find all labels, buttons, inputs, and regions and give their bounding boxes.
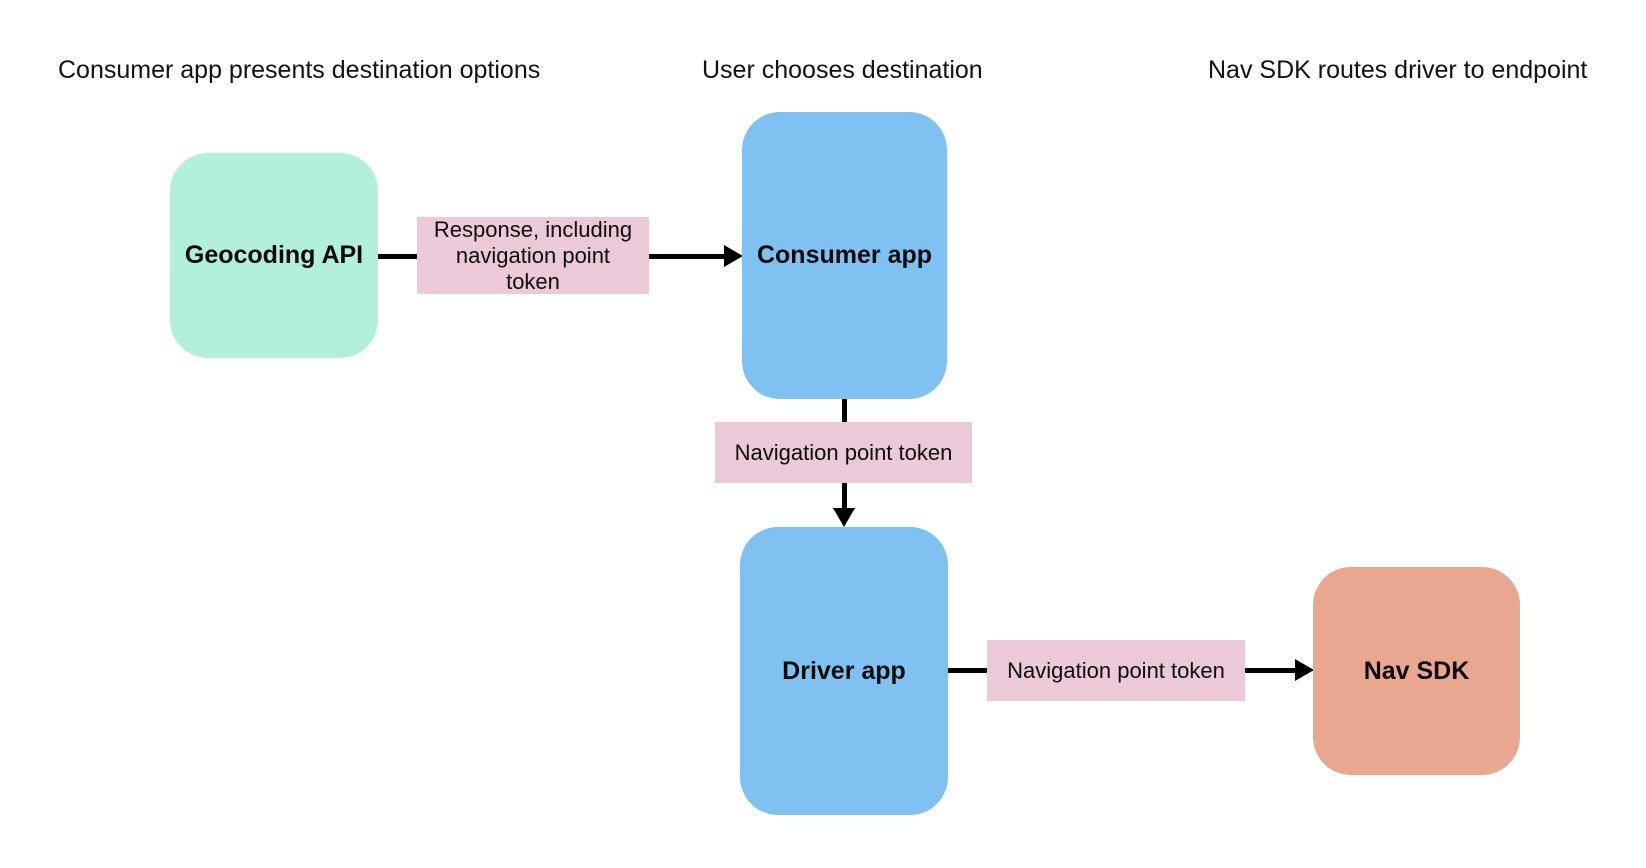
node-driver-app: Driver app <box>740 527 948 815</box>
node-consumer-app: Consumer app <box>742 112 947 399</box>
arrowhead-into-nav-sdk <box>1295 659 1314 681</box>
node-nav-sdk: Nav SDK <box>1313 567 1520 775</box>
edge-line-geocoding-to-label <box>378 254 418 259</box>
node-geocoding-api-label: Geocoding API <box>184 241 364 269</box>
edge-line-label-to-navsdk <box>1245 668 1295 673</box>
node-nav-sdk-label: Nav SDK <box>1363 656 1470 685</box>
column-title-navsdk-routes: Nav SDK routes driver to endpoint <box>1208 56 1588 84</box>
edge-label-navigation-point-token-horizontal: Navigation point token <box>987 640 1245 701</box>
node-driver-app-label: Driver app <box>782 656 906 685</box>
node-geocoding-api: Geocoding API <box>170 153 378 358</box>
edge-label-response-including-token: Response, including navigation point tok… <box>417 217 649 294</box>
edge-line-label-to-consumer <box>649 254 724 259</box>
column-title-consumer-presents: Consumer app presents destination option… <box>58 56 541 84</box>
edge-label-navigation-point-token-vertical: Navigation point token <box>715 422 972 483</box>
column-title-user-chooses: User chooses destination <box>702 56 983 84</box>
arrowhead-into-driver-app <box>833 508 855 527</box>
edge-line-driver-to-label <box>948 668 987 673</box>
node-consumer-app-label: Consumer app <box>756 241 933 269</box>
arrowhead-into-consumer-app <box>724 245 743 267</box>
